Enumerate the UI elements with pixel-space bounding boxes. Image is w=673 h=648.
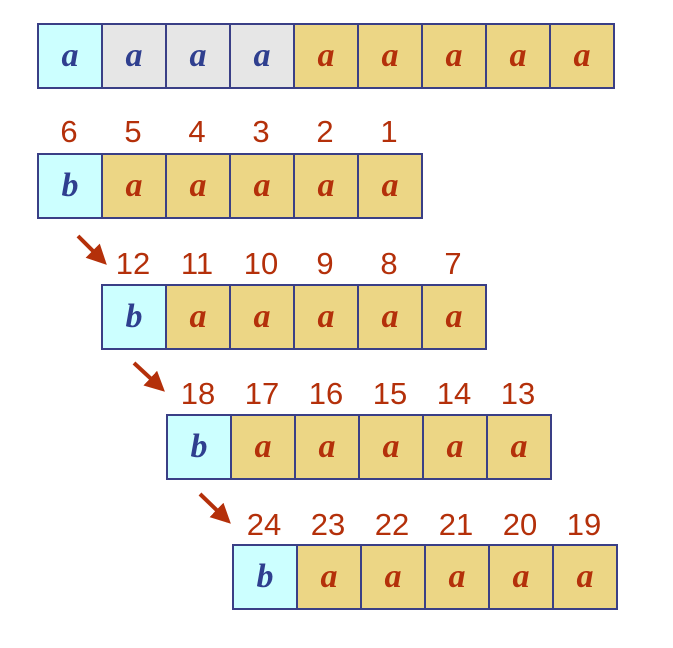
pattern-cell: a	[294, 414, 360, 480]
text-cell: a	[165, 23, 231, 89]
order-label: 2	[316, 114, 334, 149]
order-label: 23	[310, 507, 346, 542]
shift-arrow-icon	[76, 234, 107, 265]
comparison-order-labels: 18 17 16 15 14 13	[166, 377, 550, 411]
text-cell: a	[37, 23, 103, 89]
text-cell: a	[293, 23, 359, 89]
comparison-order-labels: 6 5 4 3 2 1	[37, 115, 421, 149]
order-label: 12	[115, 246, 151, 281]
pattern-cell: a	[293, 153, 359, 219]
pattern-cell: a	[421, 284, 487, 350]
pattern-cell: b	[232, 544, 298, 610]
pattern-row: b a a a a a	[166, 414, 552, 480]
pattern-cell: a	[357, 153, 423, 219]
order-label: 16	[308, 376, 344, 411]
pattern-cell: a	[360, 544, 426, 610]
shift-arrow-icon	[198, 492, 231, 524]
text-cell: a	[101, 23, 167, 89]
order-label: 5	[124, 114, 142, 149]
order-label: 14	[436, 376, 472, 411]
pattern-cell: b	[101, 284, 167, 350]
order-label: 9	[316, 246, 334, 281]
order-label: 21	[438, 507, 474, 542]
pattern-cell: a	[486, 414, 552, 480]
order-label: 1	[380, 114, 398, 149]
order-label: 6	[60, 114, 78, 149]
text-cell: a	[485, 23, 551, 89]
order-label: 15	[372, 376, 408, 411]
order-label: 4	[188, 114, 206, 149]
pattern-cell: a	[358, 414, 424, 480]
order-label: 3	[252, 114, 270, 149]
pattern-cell: a	[229, 153, 295, 219]
text-row: a a a a a a a a a	[37, 23, 615, 89]
pattern-cell: a	[296, 544, 362, 610]
pattern-cell: a	[488, 544, 554, 610]
text-cell: a	[421, 23, 487, 89]
pattern-cell: b	[166, 414, 232, 480]
order-label: 19	[566, 507, 602, 542]
pattern-row: b a a a a a	[37, 153, 423, 219]
order-label: 24	[246, 507, 282, 542]
pattern-cell: a	[293, 284, 359, 350]
pattern-row: b a a a a a	[232, 544, 618, 610]
pattern-cell: b	[37, 153, 103, 219]
order-label: 18	[180, 376, 216, 411]
order-label: 13	[500, 376, 536, 411]
order-label: 7	[444, 246, 462, 281]
comparison-order-labels: 12 11 10 9 8 7	[101, 247, 485, 281]
shift-arrow-icon	[132, 361, 165, 392]
text-cell: a	[549, 23, 615, 89]
pattern-row: b a a a a a	[101, 284, 487, 350]
pattern-cell: a	[101, 153, 167, 219]
order-label: 20	[502, 507, 538, 542]
order-label: 17	[244, 376, 280, 411]
order-label: 8	[380, 246, 398, 281]
pattern-cell: a	[552, 544, 618, 610]
order-label: 11	[180, 246, 214, 281]
comparison-order-labels: 24 23 22 21 20 19	[232, 508, 616, 542]
pattern-cell: a	[165, 153, 231, 219]
pattern-cell: a	[357, 284, 423, 350]
order-label: 22	[374, 507, 410, 542]
order-label: 10	[243, 246, 279, 281]
